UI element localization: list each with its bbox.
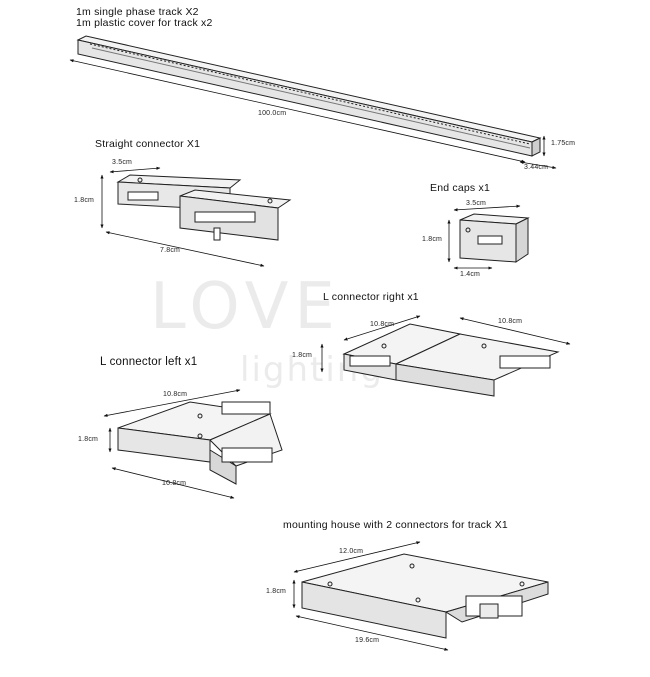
straight-connector-dimensions [100,166,265,267]
l-connector-right-drawing [342,323,560,397]
end-caps-depth-label: 1.4cm [460,271,481,278]
track-dimensions [69,59,557,169]
mounting-house-height-label: 1.8cm [266,588,287,595]
l-connector-right-arm1-label: 10.8cm [370,321,395,328]
l-connector-left-bottom-label: 10.8cm [162,480,187,487]
l-connector-left-dimensions [103,389,241,499]
header-line-1: 1m single phase track X2 [76,6,199,18]
straight-connector-height-label: 1.8cm [74,197,95,204]
header-line-2: 1m plastic cover for track x2 [76,17,213,29]
end-caps-width-label: 3.5cm [466,200,487,207]
straight-connector-drawing [116,174,292,241]
end-cap-drawing [459,213,530,263]
mounting-house-dimensions [292,541,449,651]
l-connector-left-height-label: 1.8cm [78,436,99,443]
straight-connector-width-label: 3.5cm [112,159,133,166]
straight-connector-title: Straight connector X1 [95,138,201,150]
mounting-house-title: mounting house with 2 connectors for tra… [283,519,508,531]
straight-connector-length-label: 7.8cm [160,247,181,254]
l-connector-left-drawing [117,401,283,485]
track-height-label: 1.75cm [551,140,576,147]
end-cap-dimensions [447,204,521,270]
mounting-house-top-label: 12.0cm [339,548,364,555]
mounting-house-bottom-label: 19.6cm [355,637,380,644]
track-length-label: 100.0cm [258,110,287,117]
track-width-label: 3.44cm [524,164,549,171]
end-caps-title: End caps x1 [430,182,490,194]
end-caps-height-label: 1.8cm [422,236,443,243]
watermark-logo: LOVE [150,270,341,344]
l-connector-left-top-label: 10.8cm [163,391,188,398]
l-connector-right-height-label: 1.8cm [292,352,313,359]
l-connector-right-title: L connector right x1 [323,291,419,303]
l-connector-right-dimensions [320,315,571,373]
l-connector-left-title: L connector left x1 [100,356,198,368]
l-connector-right-arm2-label: 10.8cm [498,318,523,325]
